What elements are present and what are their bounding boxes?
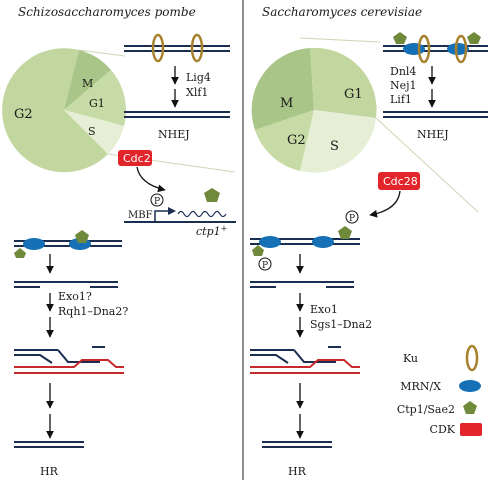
- ku-ring-icon: [417, 34, 431, 64]
- right-phase-g2: G2: [287, 133, 306, 148]
- left-mbf-label: MBF: [128, 210, 153, 221]
- left-phospho-mbf-label: P: [154, 197, 160, 207]
- right-nhej-factor-2: Nej1: [390, 79, 417, 92]
- right-phase-s: S: [330, 139, 339, 154]
- left-pie-g2: [2, 48, 108, 173]
- legend-mrn-icon: [459, 380, 481, 392]
- mrn-ellipse-icon: [23, 238, 45, 250]
- legend-label-ctp1: Ctp1/Sae2: [397, 403, 455, 416]
- ctp1-pentagon-icon: [75, 230, 89, 243]
- mrn-ellipse-icon: [403, 43, 425, 55]
- right-resection-2: Sgs1–Dna2: [310, 318, 372, 331]
- left-phase-m: M: [82, 77, 93, 90]
- right-nhej-factor-1: Dnl4: [390, 65, 416, 78]
- legend-ctp1-icon: [463, 401, 477, 414]
- right-phospho-1-label: P: [349, 214, 355, 224]
- right-nhej-factor-3: Lif1: [390, 93, 412, 106]
- legend-ku-icon: [465, 344, 479, 372]
- left-hr-label: HR: [40, 465, 59, 478]
- mrn-ellipse-icon: [259, 236, 281, 248]
- left-resection-1: Exo1?: [58, 290, 92, 303]
- ctp1-pentagon-icon: [204, 188, 220, 202]
- left-nhej-label: NHEJ: [158, 128, 190, 141]
- ku-ring-icon: [454, 34, 468, 64]
- left-pie-s: [64, 110, 124, 154]
- left-title: Schizosaccharomyces pombe: [18, 5, 196, 19]
- left-phase-s: S: [88, 125, 96, 138]
- right-nhej-label: NHEJ: [417, 128, 449, 141]
- left-pie-m: [64, 50, 111, 110]
- right-cdk-badge: [378, 172, 420, 190]
- left-gene-label: ctp1+: [196, 224, 227, 238]
- left-nhej-factor-1: Lig4: [186, 71, 211, 84]
- right-title: Saccharomyces cerevisiae: [262, 5, 422, 19]
- left-nhej-factor-2: Xlf1: [186, 86, 208, 99]
- left-pie-g1: [64, 70, 126, 126]
- right-pie-s: [300, 110, 376, 173]
- ctp1-pentagon-icon: [252, 245, 264, 256]
- right-phospho-2-label: P: [262, 261, 268, 271]
- right-phase-m: M: [280, 96, 293, 111]
- ku-ring-icon: [151, 33, 165, 63]
- left-cdk-badge: [118, 150, 152, 166]
- right-pie-g2: [255, 110, 314, 171]
- legend: Ku MRN/X Ctp1/Sae2 CDK: [397, 344, 482, 436]
- right-resection-1: Exo1: [310, 303, 338, 316]
- left-phase-g2: G2: [14, 107, 33, 122]
- ctp1-pentagon-icon: [338, 226, 352, 239]
- right-phospho-2: [258, 257, 272, 271]
- ctp1-pentagon-icon: [393, 32, 407, 44]
- left-resection-2: Rqh1–Dna2?: [58, 305, 128, 318]
- right-phospho-1: [345, 210, 359, 224]
- right-pie-g1: [310, 47, 377, 118]
- legend-label-ku: Ku: [403, 352, 418, 365]
- right-hr-label: HR: [288, 465, 307, 478]
- mrn-ellipse-icon: [447, 43, 469, 55]
- legend-label-mrn: MRN/X: [400, 380, 441, 393]
- legend-label-cdk: CDK: [430, 423, 456, 436]
- ctp1-pentagon-icon: [467, 32, 481, 44]
- right-phase-g1: G1: [344, 87, 363, 102]
- mrn-ellipse-icon: [312, 236, 334, 248]
- left-phospho-mbf: [150, 193, 164, 207]
- ctp1-pentagon-icon: [14, 248, 26, 258]
- left-cell-cycle-pie: [2, 48, 126, 173]
- legend-cdk-icon: [460, 423, 482, 436]
- right-cdk-label: Cdc28: [383, 175, 418, 188]
- left-cdk-label: Cdc2: [123, 152, 151, 165]
- right-pie-m: [251, 48, 314, 130]
- left-phase-g1: G1: [89, 97, 105, 110]
- right-cell-cycle-pie: [251, 47, 377, 173]
- ku-ring-icon: [190, 33, 204, 63]
